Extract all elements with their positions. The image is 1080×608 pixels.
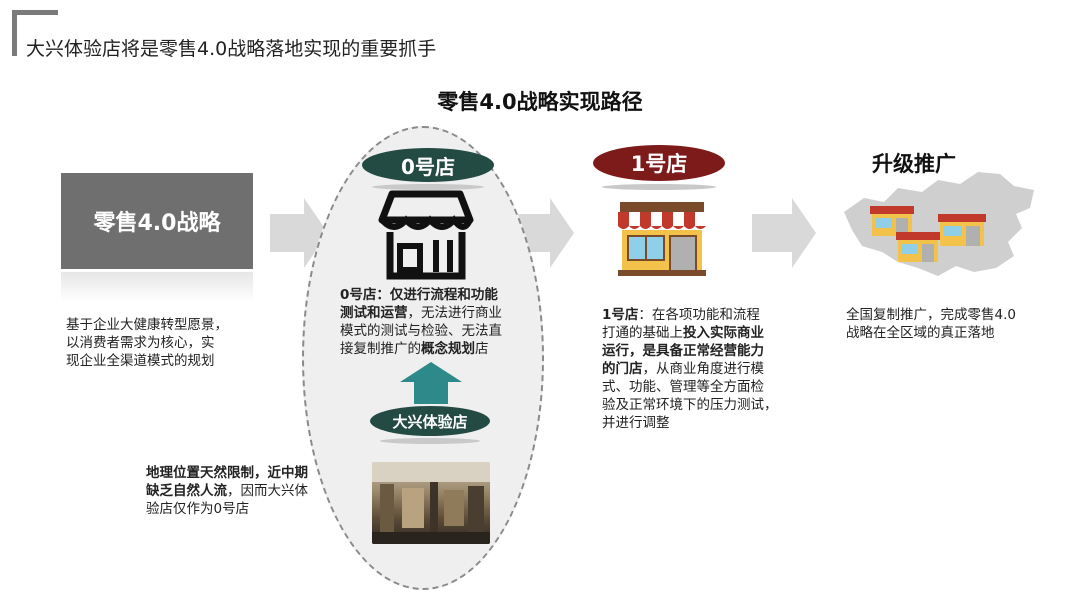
store-0-label: 0号店 [401, 151, 455, 180]
desc-bold: 0号店：仅进行流程和功能 [340, 287, 498, 303]
strategy-box-reflection [61, 272, 253, 302]
store-1-badge: 1号店 [593, 145, 725, 181]
strategy-description-line: 基于企业大健康转型愿景， [66, 316, 228, 334]
arrow-up-icon [398, 360, 464, 406]
desc-text: ，无法进行商业 [408, 305, 503, 321]
desc-bold: 地理位置天然限制，近中期 [146, 465, 308, 481]
desc-text: 验及正常环境下的压力测试， [602, 397, 778, 413]
store-0-badge: 0号店 [362, 148, 494, 182]
desc-text: 店 [475, 341, 489, 357]
daxing-store-badge: 大兴体验店 [370, 406, 490, 436]
desc-bold: 概念规划 [421, 341, 475, 357]
desc-bold: 投入实际商业 [683, 325, 764, 341]
china-map-icon [838, 168, 1042, 280]
daxing-badge-shadow [380, 438, 480, 444]
strategy-description-line: 以消费者需求为核心，实 [66, 334, 228, 352]
page-title: 大兴体验店将是零售4.0战略落地实现的重要抓手 [26, 34, 436, 61]
desc-text: 并进行调整 [602, 415, 670, 431]
desc-bold: 的门店 [602, 361, 643, 377]
desc-text: ：在各项功能和流程 [638, 307, 760, 323]
desc-text: 接复制推广的 [340, 341, 421, 357]
store-interior-photo [372, 462, 490, 544]
strategy-box-label: 零售4.0战略 [94, 205, 221, 237]
storefront-icon [614, 196, 710, 278]
strategy-box: 零售4.0战略 [61, 173, 253, 269]
desc-bold: 1号店 [602, 307, 638, 323]
desc-bold: 运行，是具备正常经营能力 [602, 343, 764, 359]
desc-text: 验店仅作为0号店 [146, 501, 249, 517]
store-outline-icon [378, 190, 474, 280]
store-1-label: 1号店 [631, 148, 688, 178]
promotion-description: 全国复制推广，完成零售4.0 战略在全区域的真正落地 [846, 306, 1066, 342]
store-1-description: 1号店：在各项功能和流程 打通的基础上投入实际商业 运行，是具备正常经营能力 的… [602, 306, 812, 432]
store-1-badge-shadow [602, 184, 716, 190]
desc-text: 式、功能、管理等全方面检 [602, 379, 764, 395]
store-0-description: 0号店：仅进行流程和功能 测试和运营，无法进行商业 模式的测试与检验、无法直 接… [340, 286, 550, 358]
promotion-description-line: 战略在全区域的真正落地 [846, 324, 1066, 342]
desc-bold: 测试和运营 [340, 305, 408, 321]
daxing-store-label: 大兴体验店 [392, 411, 467, 432]
strategy-description-line: 现企业全渠道模式的规划 [66, 352, 228, 370]
diagram-title: 零售4.0战略实现路径 [0, 86, 1080, 116]
desc-text: 模式的测试与检验、无法直 [340, 323, 502, 339]
strategy-description: 基于企业大健康转型愿景， 以消费者需求为核心，实 现企业全渠道模式的规划 [66, 316, 228, 370]
desc-text: ，从商业角度进行模 [643, 361, 765, 377]
daxing-description: 地理位置天然限制，近中期 缺乏自然人流，因而大兴体 验店仅作为0号店 [146, 464, 366, 518]
promotion-description-line: 全国复制推广，完成零售4.0 [846, 306, 1066, 324]
desc-text: 打通的基础上 [602, 325, 683, 341]
arrow-right-icon [752, 198, 818, 268]
desc-text: ，因而大兴体 [227, 483, 308, 499]
desc-bold: 缺乏自然人流 [146, 483, 227, 499]
